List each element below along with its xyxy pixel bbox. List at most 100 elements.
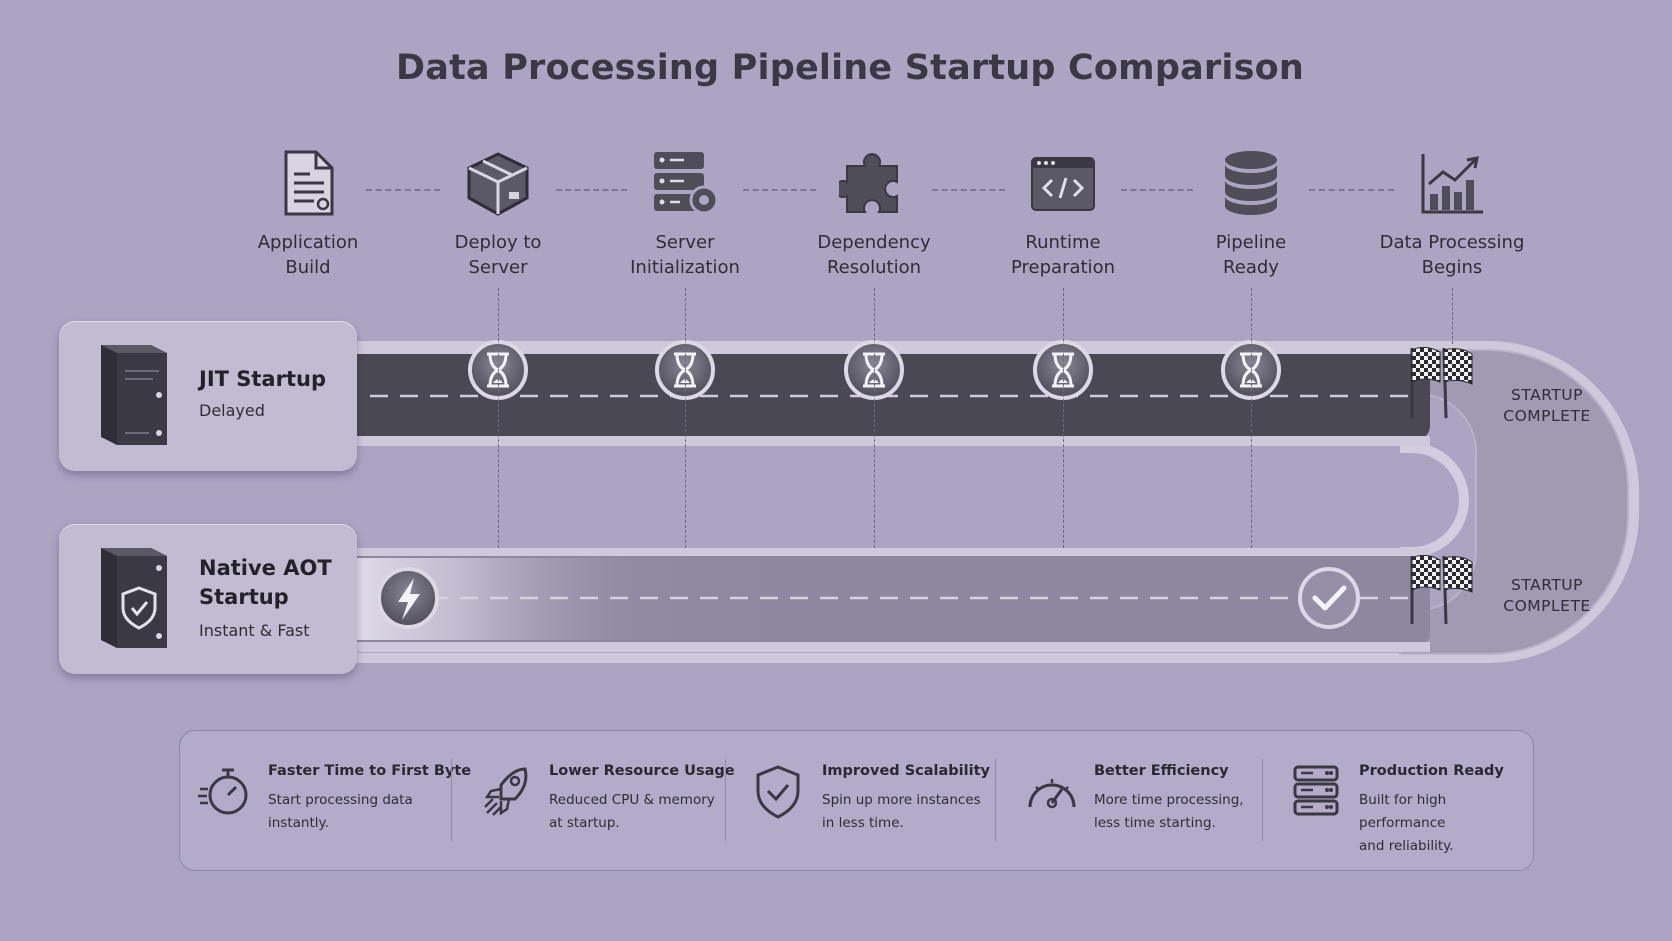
shield-check-icon [756,765,800,819]
lightning-marker [377,567,439,629]
stage-guide-line [874,288,875,548]
benefit-title: Lower Resource Usage [549,763,735,779]
benefit-item: Improved Scalability Spin up more instan… [734,731,1004,870]
server-stack-icon [1293,765,1339,816]
stage-connector [932,189,1005,191]
lightning-icon [398,578,420,620]
stage-guide-line [1452,288,1453,344]
stage-label-line2: Ready [1223,257,1279,278]
benefit-title: Better Efficiency [1094,763,1229,779]
aot-title-line1: Native AOT [199,556,332,580]
benefit-desc-line2: and reliability. [1359,838,1454,854]
stage-label-line2: Begins [1421,257,1483,278]
page-title: Data Processing Pipeline Startup Compari… [396,48,1304,88]
stage-guide-line [1251,288,1252,548]
jit-finish-label: STARTUP COMPLETE [1472,385,1622,427]
jit-subtitle: Delayed [199,401,265,420]
aot-finish-flag [1410,554,1473,625]
benefit-desc-line1: Spin up more instances [822,792,981,808]
benefit-divider [1262,759,1263,841]
server-tower-icon [101,345,167,445]
benefit-item: Lower Resource Usage Reduced CPU & memor… [461,731,735,870]
finish-line2: COMPLETE [1503,597,1591,615]
benefit-divider [725,759,726,841]
stage-connector [366,189,440,191]
stage-connector [743,189,816,191]
benefit-desc-line1: More time processing, [1094,792,1244,808]
benefit-desc-line1: Reduced CPU & memory [549,792,715,808]
document-icon [284,150,334,216]
stage-guide-line [498,288,499,548]
finish-line1: STARTUP [1510,576,1583,594]
aot-title-line2: Startup [199,585,289,609]
benefit-desc: More time processing, less time starting. [1094,789,1264,835]
benefit-item: Faster Time to First Byte Start processi… [180,731,471,870]
aot-title: Native AOT Startup [199,554,332,612]
stage-label-line1: Data Processing [1379,232,1525,253]
benefit-desc: Built for high performance and reliabilit… [1359,789,1534,858]
jit-startup-card: JIT Startup Delayed [59,321,357,471]
stopwatch-icon [198,768,248,815]
stage-label-line2: Preparation [1011,257,1115,278]
stage-deploy-to-server: Deploy to Server [408,148,588,280]
finish-line1: STARTUP [1510,386,1583,404]
stage-label-line1: Application [257,232,359,253]
check-marker [1298,567,1360,629]
stage-label-line1: Pipeline [1215,232,1287,253]
stage-label-line2: Resolution [826,257,922,278]
benefit-desc-line2: less time starting. [1094,815,1216,831]
stage-connector [1121,189,1193,191]
benefit-item: Better Efficiency More time processing, l… [1006,731,1276,870]
puzzle-icon [839,153,898,213]
stage-label-line2: Server [468,257,528,278]
finish-line2: COMPLETE [1503,407,1591,425]
shield-server-icon [101,548,167,648]
stage-label-line1: Server [655,232,715,253]
stage-connector [556,189,627,191]
stage-label-line1: Runtime [1025,232,1101,253]
benefit-desc-line1: Built for high performance [1359,792,1447,831]
server-gear-icon [654,152,719,215]
benefit-divider [451,759,452,841]
bar-chart-icon [1421,154,1483,214]
box-icon [467,152,529,216]
benefit-title: Faster Time to First Byte [268,763,472,779]
aot-startup-card: Native AOT Startup Instant & Fast [59,524,357,674]
gauge-icon [1028,779,1076,809]
stage-label-line1: Dependency [817,232,931,253]
code-window-icon [1031,157,1095,211]
benefit-desc-line2: instantly. [268,815,329,831]
stage-label-line2: Initialization [630,257,740,278]
benefit-divider [995,759,996,841]
aot-subtitle: Instant & Fast [199,621,310,640]
database-icon [1225,151,1277,215]
jit-finish-flag [1410,346,1473,419]
benefit-desc-line2: at startup. [549,815,620,831]
benefit-title: Improved Scalability [822,763,990,779]
benefit-desc-line2: in less time. [822,815,904,831]
stage-connector [1309,189,1394,191]
benefit-desc: Start processing data instantly. [268,789,438,835]
checkmark-icon [1312,585,1347,611]
stage-guide-line [685,288,686,548]
stage-guide-line [1063,288,1064,548]
benefit-desc: Spin up more instances in less time. [822,789,992,835]
jit-title: JIT Startup [199,367,326,391]
benefits-panel: Faster Time to First Byte Start processi… [179,730,1534,871]
benefit-item: Production Ready Built for high performa… [1271,731,1533,870]
stage-label-line2: Build [285,257,331,278]
stage-label-line1: Deploy to [454,232,542,253]
rocket-icon [484,767,528,816]
benefit-desc: Reduced CPU & memory at startup. [549,789,719,835]
benefit-desc-line1: Start processing data [268,792,413,808]
aot-finish-label: STARTUP COMPLETE [1472,575,1622,617]
benefit-title: Production Ready [1359,763,1504,779]
